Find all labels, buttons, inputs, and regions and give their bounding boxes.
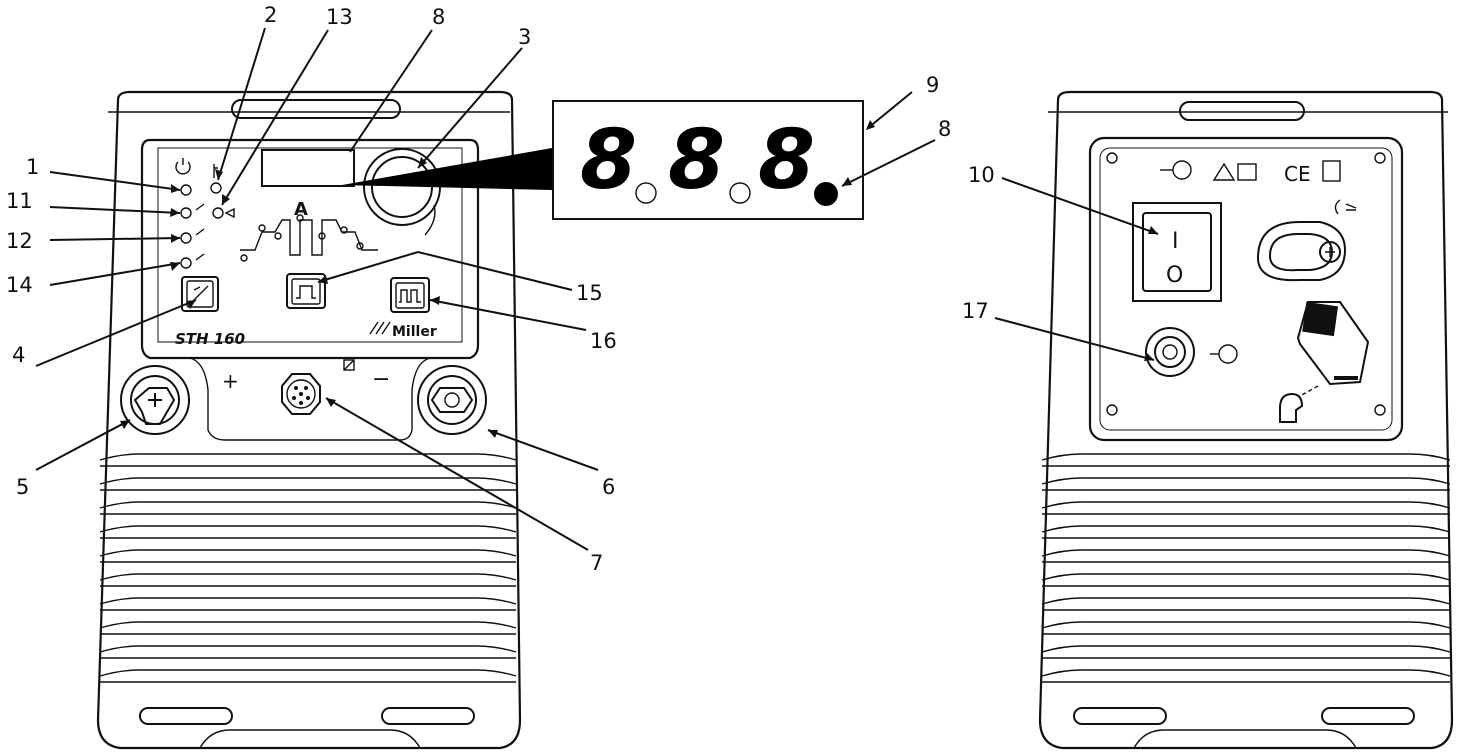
cooling-fin xyxy=(1041,573,1451,581)
cooling-fin xyxy=(1041,549,1451,557)
display-digit-2: 8 xyxy=(668,113,725,208)
callout-1: 1 xyxy=(26,155,39,179)
manual-icon xyxy=(1237,163,1257,181)
zoom-wedge xyxy=(342,148,552,190)
power-switch[interactable]: I O xyxy=(1132,202,1222,302)
display-digit-3: 8 xyxy=(758,113,815,208)
callout-17: 17 xyxy=(962,299,989,323)
positive-terminal[interactable] xyxy=(120,365,190,435)
display-zoom: 8 8 8 xyxy=(342,100,864,220)
rear-symbols: CE xyxy=(1160,160,1357,215)
led-2 xyxy=(210,182,222,194)
led-1 xyxy=(180,184,192,196)
cooling-fin xyxy=(1041,597,1451,605)
cooling-fin xyxy=(1041,525,1451,533)
callout-13: 13 xyxy=(326,5,353,29)
display-frame xyxy=(552,100,864,220)
negative-symbol: − xyxy=(372,367,390,392)
process-select-button[interactable] xyxy=(181,276,219,312)
display-digit-1: 8 xyxy=(580,113,637,208)
callout-8-display: 8 xyxy=(938,117,951,141)
cooling-fin xyxy=(99,501,517,509)
callout-2: 2 xyxy=(264,3,277,27)
led-12 xyxy=(180,232,192,244)
cooling-fin xyxy=(99,525,517,533)
cooling-fin xyxy=(99,573,517,581)
rear-panel-plate xyxy=(1088,136,1404,442)
cooling-fin xyxy=(1041,501,1451,509)
decimal-point-1 xyxy=(635,182,657,204)
rear-cooling-fins xyxy=(1041,453,1451,683)
switch-off-label: O xyxy=(1166,263,1183,288)
plug-module xyxy=(1279,301,1370,423)
decimal-point-2 xyxy=(729,182,751,204)
callout-9: 9 xyxy=(926,73,939,97)
callout-12: 12 xyxy=(6,229,33,253)
brand-label: Miller xyxy=(392,324,437,340)
switch-on-label: I xyxy=(1172,229,1179,254)
trigger-mode-button[interactable] xyxy=(286,273,326,309)
ce-mark: CE xyxy=(1284,162,1311,186)
control-socket[interactable] xyxy=(281,373,321,415)
callout-8: 8 xyxy=(432,5,445,29)
cooling-fin xyxy=(99,477,517,485)
callout-16: 16 xyxy=(590,329,617,353)
operator-icon xyxy=(1279,392,1304,423)
callout-15: 15 xyxy=(576,281,603,305)
model-label: STH 160 xyxy=(175,330,245,348)
power-icon xyxy=(175,158,191,175)
led-14 xyxy=(180,257,192,269)
positive-symbol: + xyxy=(222,369,239,393)
cooling-fin xyxy=(99,597,517,605)
current-symbol: A xyxy=(294,199,308,220)
waveform-diagram: A xyxy=(240,199,378,262)
led-13 xyxy=(212,207,224,219)
gas-connector[interactable] xyxy=(1145,327,1238,377)
front-cooling-fins xyxy=(99,453,517,683)
callout-4: 4 xyxy=(12,343,25,367)
cooling-fin xyxy=(99,453,517,461)
callout-numbers: 1 2 3 4 5 6 7 8 9 10 11 12 13 14 15 16 1… xyxy=(6,3,995,575)
cooling-fin xyxy=(1041,453,1451,461)
cooling-fin xyxy=(1041,669,1451,677)
pulse-button[interactable] xyxy=(390,277,430,313)
rear-unit: CE I O xyxy=(1038,90,1454,750)
callout-14: 14 xyxy=(6,273,33,297)
callout-3: 3 xyxy=(518,25,531,49)
brand-logo: Miller xyxy=(369,321,437,340)
callout-10: 10 xyxy=(968,163,995,187)
callout-7: 7 xyxy=(590,551,603,575)
front-unit: A STH 160 Miller xyxy=(96,90,522,750)
led-column xyxy=(175,158,235,269)
cooling-fin xyxy=(1041,477,1451,485)
cooling-fin xyxy=(99,669,517,677)
cable-icon xyxy=(1334,199,1357,215)
callout-11: 11 xyxy=(6,189,33,213)
cooling-fin xyxy=(99,549,517,557)
negative-terminal[interactable] xyxy=(417,365,487,435)
cooling-fin xyxy=(1041,645,1451,653)
led-11 xyxy=(180,207,192,219)
thermal-icon xyxy=(213,164,218,178)
power-cord-strain-relief xyxy=(1256,221,1347,282)
decimal-point-3 xyxy=(814,182,838,206)
callout-6: 6 xyxy=(602,475,615,499)
warning-icon xyxy=(1212,162,1236,181)
callout-5: 5 xyxy=(16,475,29,499)
cooling-fin xyxy=(99,621,517,629)
cooling-fin xyxy=(1041,621,1451,629)
cooling-fin xyxy=(99,645,517,653)
callout-leaders xyxy=(35,27,1159,551)
s-mark-icon xyxy=(1322,160,1341,182)
